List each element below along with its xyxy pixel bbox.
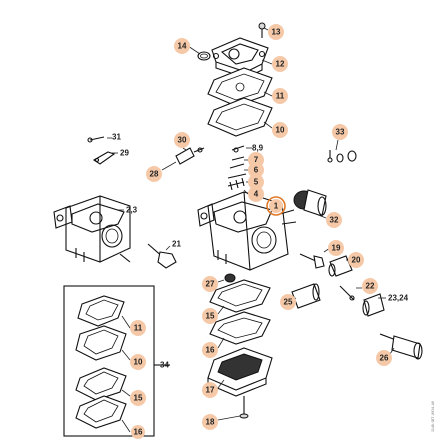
callout-5: 5 [248, 174, 264, 190]
callout-19: 19 [328, 240, 344, 256]
callout-4: 4 [248, 186, 264, 202]
svg-text:28: 28 [150, 170, 159, 179]
idle-fitting-30 [175, 147, 205, 165]
spring-27 [224, 273, 236, 283]
svg-text:6: 6 [254, 166, 259, 175]
lever-31 [87, 136, 105, 143]
svg-text:4: 4 [254, 190, 259, 199]
svg-text:33: 33 [336, 128, 345, 137]
gasket-top [207, 97, 273, 137]
pump-cover [211, 37, 269, 79]
svg-text:12: 12 [276, 60, 285, 69]
svg-text:17: 17 [206, 386, 215, 395]
kit-diaphragm-16 [75, 395, 127, 429]
label-31: 31 [112, 133, 121, 142]
svg-text:25: 25 [284, 298, 293, 307]
callout-16-lower: 16 [202, 342, 218, 358]
svg-text:15: 15 [134, 394, 143, 403]
label-2-3: 2,3 [126, 206, 138, 215]
gasket-15-lower [209, 279, 271, 313]
callout-20: 20 [348, 252, 364, 268]
callout-27: 27 [202, 276, 218, 292]
needle-assembly [227, 145, 247, 191]
svg-text:15: 15 [206, 312, 215, 321]
svg-text:11: 11 [276, 92, 285, 101]
cover-screw [258, 22, 266, 38]
label-34: 34 [160, 361, 169, 370]
callout-33: 33 [332, 124, 348, 140]
callout-12: 12 [272, 56, 288, 72]
callout-26: 26 [376, 350, 392, 366]
screw-18 [239, 396, 249, 419]
svg-text:22: 22 [366, 282, 375, 291]
leader-lines [107, 27, 395, 433]
reference-code: 1140-GET-0034-A0 [431, 401, 435, 432]
svg-text:30: 30 [178, 136, 187, 145]
label-8-9: 8,9 [252, 144, 264, 153]
svg-text:5: 5 [254, 178, 259, 187]
callout-30: 30 [174, 132, 190, 148]
svg-text:10: 10 [276, 126, 285, 135]
bush-23-24 [362, 293, 385, 317]
filter-screen-33 [327, 150, 357, 163]
cap-32 [293, 189, 327, 217]
kit-gasket-10 [75, 325, 127, 361]
callout-18: 18 [202, 414, 218, 430]
callout-10-kit: 10 [130, 354, 146, 370]
callout-15-kit: 15 [130, 390, 146, 406]
callout-11-top: 11 [272, 88, 288, 104]
callout-22: 22 [362, 278, 378, 294]
label-29: 29 [120, 149, 129, 158]
valve-25 [291, 283, 321, 309]
fitting-19 [299, 253, 325, 269]
callout-6: 6 [248, 162, 264, 178]
svg-text:16: 16 [206, 346, 215, 355]
svg-text:27: 27 [206, 280, 215, 289]
shaft-26 [379, 333, 423, 360]
svg-text:20: 20 [352, 256, 361, 265]
label-23-24: 23,24 [388, 294, 409, 303]
svg-text:14: 14 [178, 42, 187, 51]
repair-kit-box [63, 285, 170, 437]
callout-25: 25 [280, 294, 296, 310]
selected-part-ring [266, 196, 286, 216]
end-cover-17 [207, 347, 273, 397]
o-ring [197, 51, 211, 61]
svg-text:26: 26 [380, 354, 389, 363]
callout-28: 28 [146, 166, 162, 182]
pump-diaphragm-top [207, 67, 273, 107]
kit-diaphragm-11 [77, 295, 125, 327]
callout-16-kit: 16 [131, 425, 145, 439]
svg-text:13: 13 [272, 28, 281, 37]
svg-text:11: 11 [134, 324, 143, 333]
callout-14: 14 [174, 38, 190, 54]
svg-text:18: 18 [206, 418, 215, 427]
callout-1: 1 [269, 199, 283, 213]
svg-text:16: 16 [134, 428, 143, 437]
callout-15-lower: 15 [202, 308, 218, 324]
lever-29 [92, 151, 116, 165]
spindle-22 [339, 285, 355, 301]
diaphragm-16-lower [209, 311, 271, 345]
carburetor-body-left [53, 195, 131, 263]
svg-text:10: 10 [134, 358, 143, 367]
sleeve-20 [328, 255, 353, 277]
mixture-screw-21 [147, 243, 177, 269]
callout-32: 32 [326, 212, 342, 228]
callout-11-kit: 11 [130, 320, 146, 336]
callout-10-top: 10 [272, 122, 288, 138]
callout-13: 13 [268, 24, 284, 40]
kit-gasket-15 [75, 367, 127, 401]
svg-text:1: 1 [274, 202, 279, 211]
svg-text:7: 7 [254, 156, 259, 165]
label-21: 21 [172, 240, 181, 249]
svg-text:19: 19 [332, 244, 341, 253]
svg-text:32: 32 [330, 216, 339, 225]
callout-17: 17 [202, 382, 218, 398]
